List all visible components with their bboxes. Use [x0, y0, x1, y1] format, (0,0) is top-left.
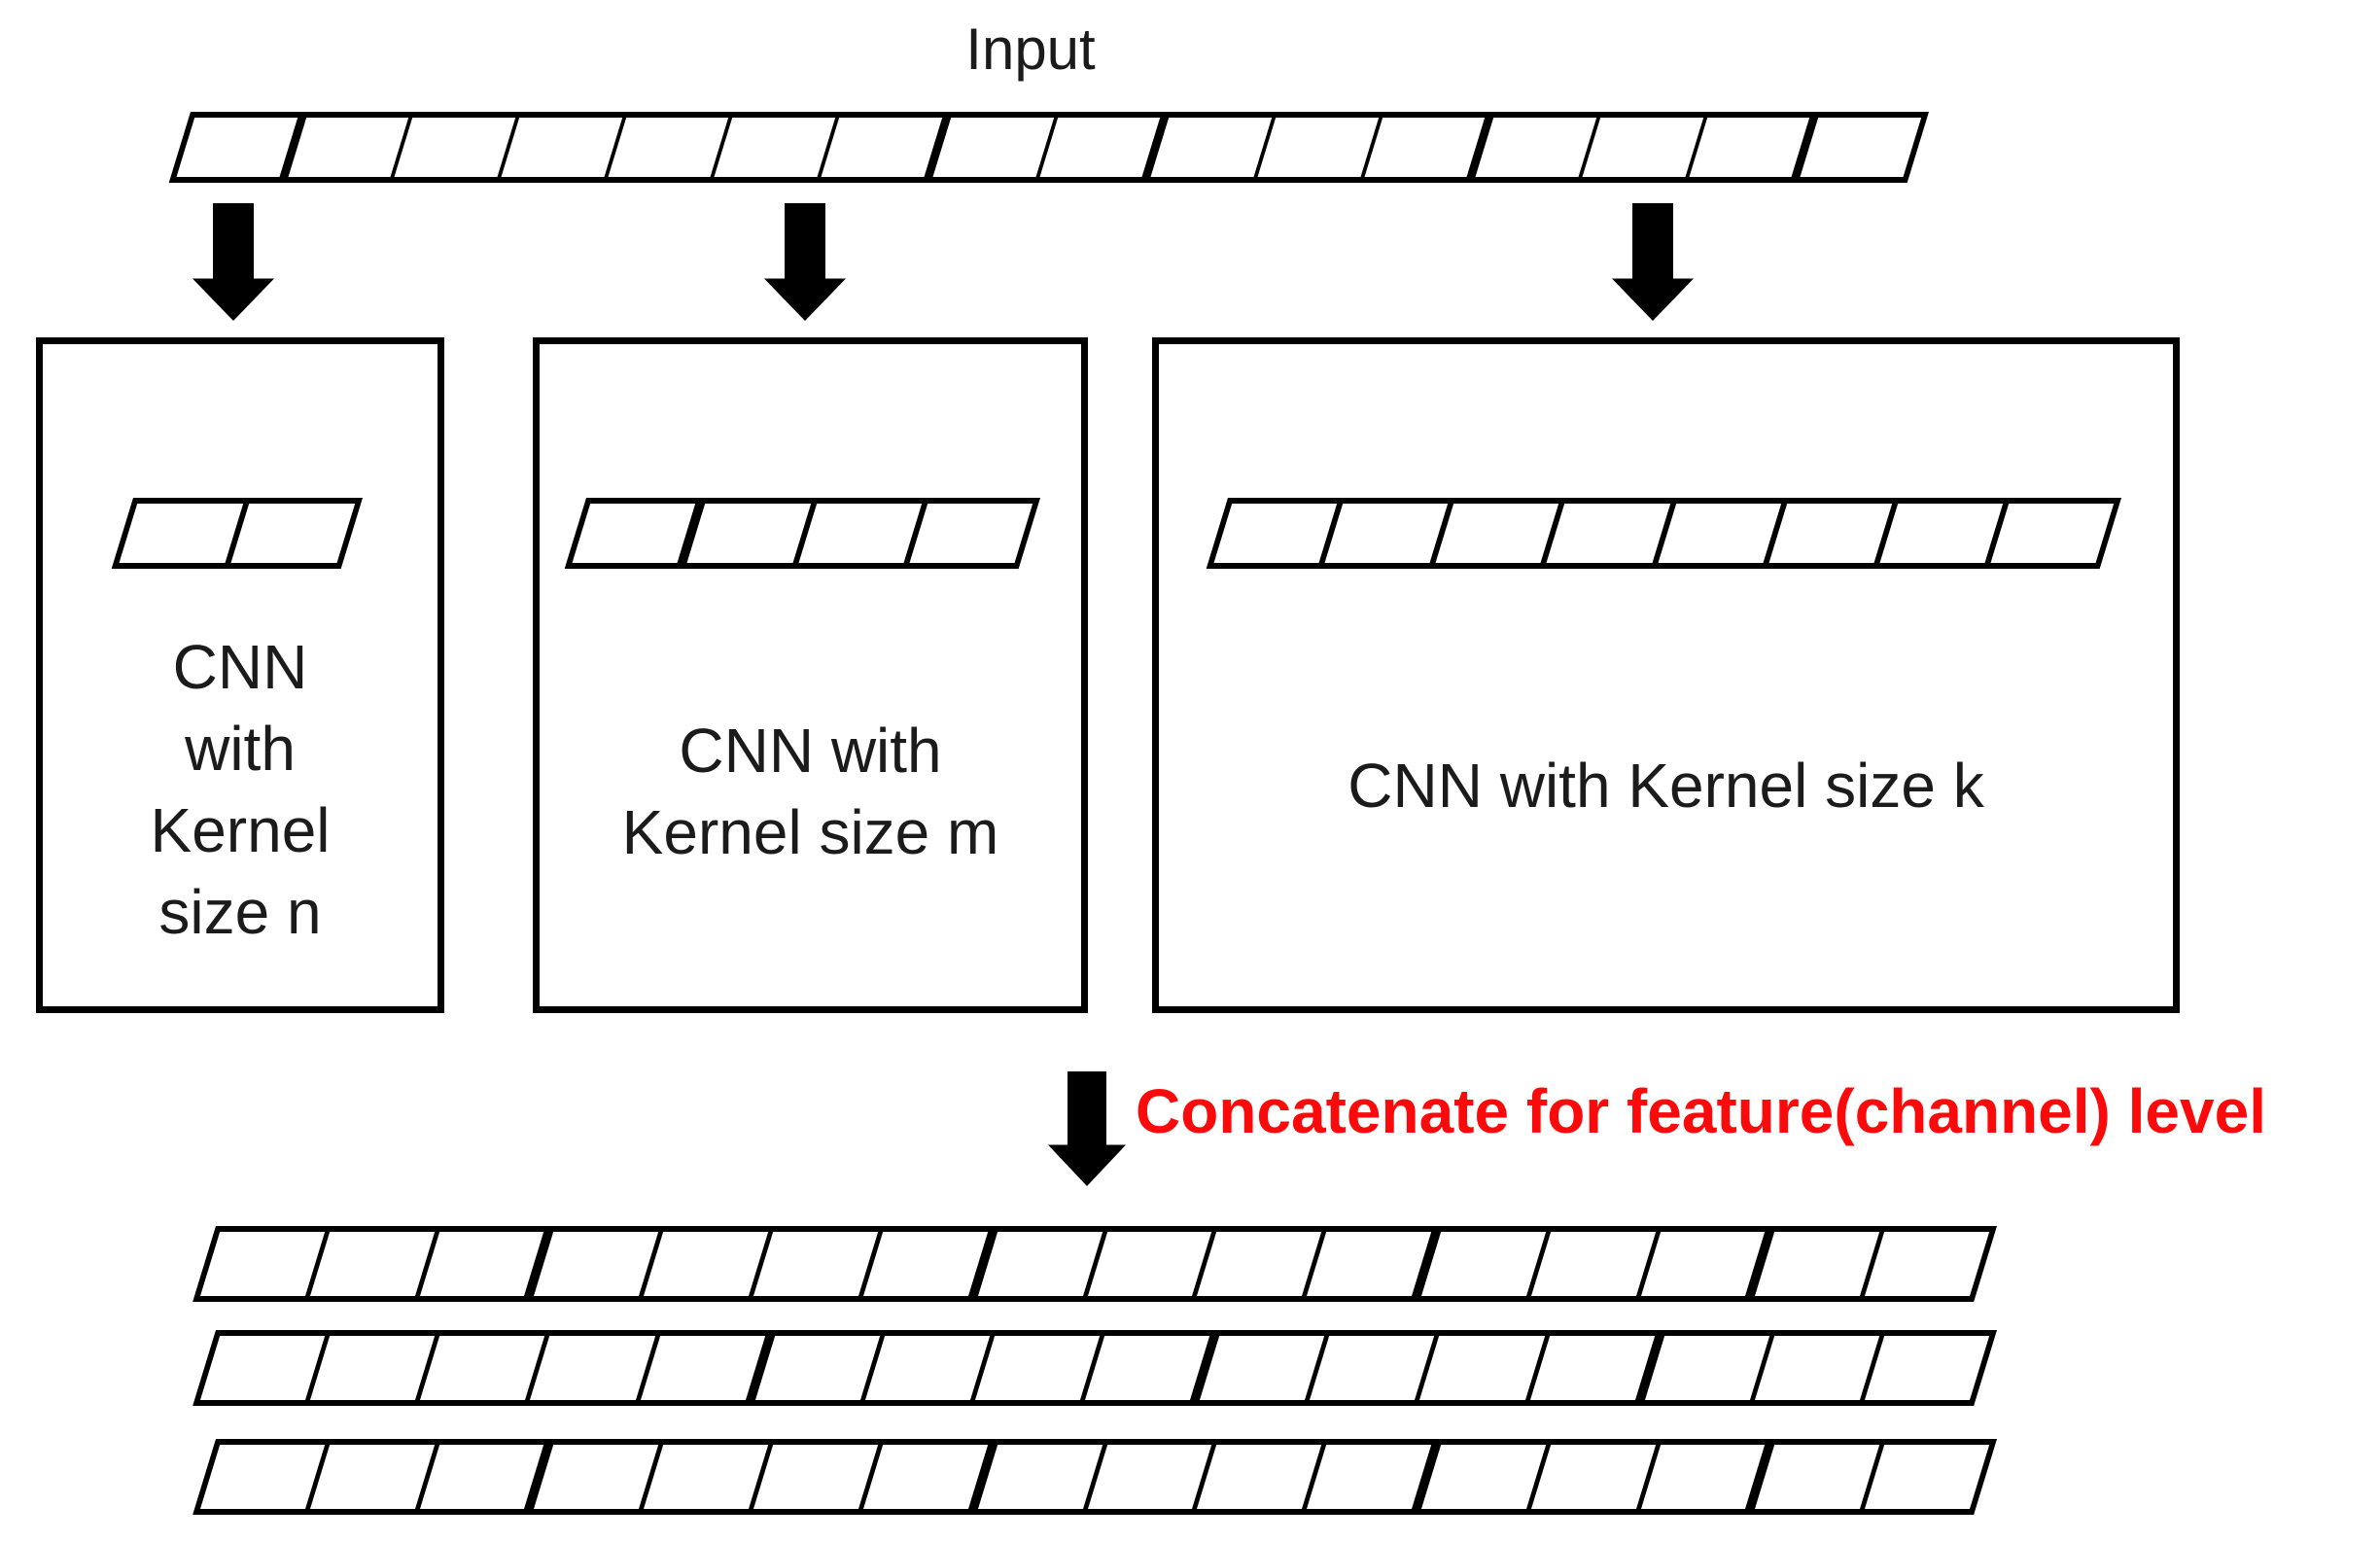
arrow-input-to-kernel-m [764, 203, 846, 321]
strip-cell [1530, 1232, 1661, 1296]
kernel-m-strip [564, 498, 1040, 569]
arrow-input-to-kernel-n [192, 203, 274, 321]
strip-cell [1640, 1232, 1775, 1296]
strip-cell [1324, 504, 1454, 563]
input-label: Input [965, 17, 1096, 82]
strip-cell [1768, 504, 1898, 563]
strip-cell [309, 1445, 439, 1509]
strip-cell [394, 118, 520, 177]
strip-cell [530, 1336, 660, 1400]
strip-cell [420, 1336, 550, 1400]
strip-cell [199, 1445, 330, 1509]
strip-cell [862, 1445, 998, 1509]
concatenate-label: Concatenate for feature(channel) level [1136, 1076, 2266, 1146]
strip-cell [1529, 1336, 1664, 1400]
output-feature-strip-2 [192, 1330, 1998, 1406]
cnn-kernel-n-label: CNN with Kernel size n [150, 632, 331, 947]
strip-cell [640, 1336, 775, 1400]
strip-cell [199, 1336, 331, 1400]
strip-cell [1420, 1445, 1551, 1509]
strip-cell [821, 118, 951, 177]
strip-cell [753, 1232, 884, 1296]
strip-cell [1530, 1445, 1661, 1509]
input-sequence-strip [168, 112, 1930, 183]
strip-cell [1197, 1232, 1327, 1296]
strip-cell [1150, 118, 1277, 177]
strip-cell [1307, 1232, 1442, 1296]
strip-cell [1689, 118, 1819, 177]
strip-cell [644, 1445, 774, 1509]
strip-cell [1257, 118, 1382, 177]
strip-cell [176, 118, 306, 177]
strip-cell [753, 1445, 884, 1509]
strip-cell [534, 1232, 664, 1296]
strip-cell [309, 1232, 439, 1296]
strip-cell [1990, 504, 2114, 563]
strip-cell [501, 118, 626, 177]
strip-cell [754, 1336, 885, 1400]
strip-cell [1475, 118, 1601, 177]
output-feature-strip-3 [192, 1439, 1998, 1515]
strip-cell [1200, 1336, 1330, 1400]
strip-cell [1364, 118, 1494, 177]
strip-cell [1640, 1445, 1775, 1509]
strip-cell [1435, 504, 1565, 563]
cnn-kernel-k-label: CNN with Kernel size k [1348, 751, 1984, 821]
concatenate-arrow [1048, 1071, 1126, 1186]
strip-cell [1755, 1445, 1885, 1509]
arrow-input-to-kernel-k [1612, 203, 1694, 321]
strip-cell [572, 504, 706, 563]
strip-cell [1420, 1232, 1551, 1296]
strip-cell [419, 1232, 554, 1296]
strip-cell [714, 118, 840, 177]
strip-cell [644, 1232, 774, 1296]
strip-cell [1658, 504, 1787, 563]
strip-cell [977, 1232, 1107, 1296]
strip-cell [1879, 504, 2010, 563]
strip-cell [1310, 1336, 1440, 1400]
strip-cell [1084, 1336, 1220, 1400]
strip-cell [419, 1445, 554, 1509]
strip-cell [1865, 1445, 1989, 1509]
strip-cell [288, 118, 413, 177]
strip-cell [909, 504, 1032, 563]
strip-cell [862, 1232, 998, 1296]
strip-cell [1754, 1336, 1885, 1400]
cnn-kernel-m-box: CNN with Kernel size m [533, 337, 1088, 1013]
strip-cell [1307, 1445, 1442, 1509]
cnn-kernel-k-box: CNN with Kernel size k [1152, 337, 2180, 1013]
output-feature-strip-1 [192, 1226, 1998, 1302]
strip-cell [231, 504, 356, 563]
strip-cell [119, 504, 250, 563]
strip-cell [1865, 1336, 1989, 1400]
strip-cell [534, 1445, 664, 1509]
kernel-k-strip [1206, 498, 2121, 569]
strip-cell [864, 1336, 996, 1400]
strip-cell [310, 1336, 440, 1400]
strip-cell [932, 118, 1058, 177]
strip-cell [1582, 118, 1707, 177]
strip-cell [798, 504, 928, 563]
strip-cell [199, 1232, 330, 1296]
strip-cell [974, 1336, 1105, 1400]
strip-cell [1419, 1336, 1550, 1400]
strip-cell [977, 1445, 1107, 1509]
strip-cell [1755, 1232, 1885, 1296]
strip-cell [686, 504, 817, 563]
strip-cell [1801, 118, 1921, 177]
strip-cell [1546, 504, 1676, 563]
kernel-n-strip [111, 498, 363, 569]
cnn-kernel-m-label: CNN with Kernel size m [621, 716, 999, 867]
strip-cell [608, 118, 733, 177]
strip-cell [1087, 1232, 1217, 1296]
strip-cell [1865, 1232, 1989, 1296]
strip-cell [1197, 1445, 1327, 1509]
cnn-kernel-n-box: CNN with Kernel size n [36, 337, 444, 1013]
strip-cell [1213, 504, 1344, 563]
strip-cell [1087, 1445, 1217, 1509]
strip-cell [1644, 1336, 1774, 1400]
strip-cell [1039, 118, 1170, 177]
